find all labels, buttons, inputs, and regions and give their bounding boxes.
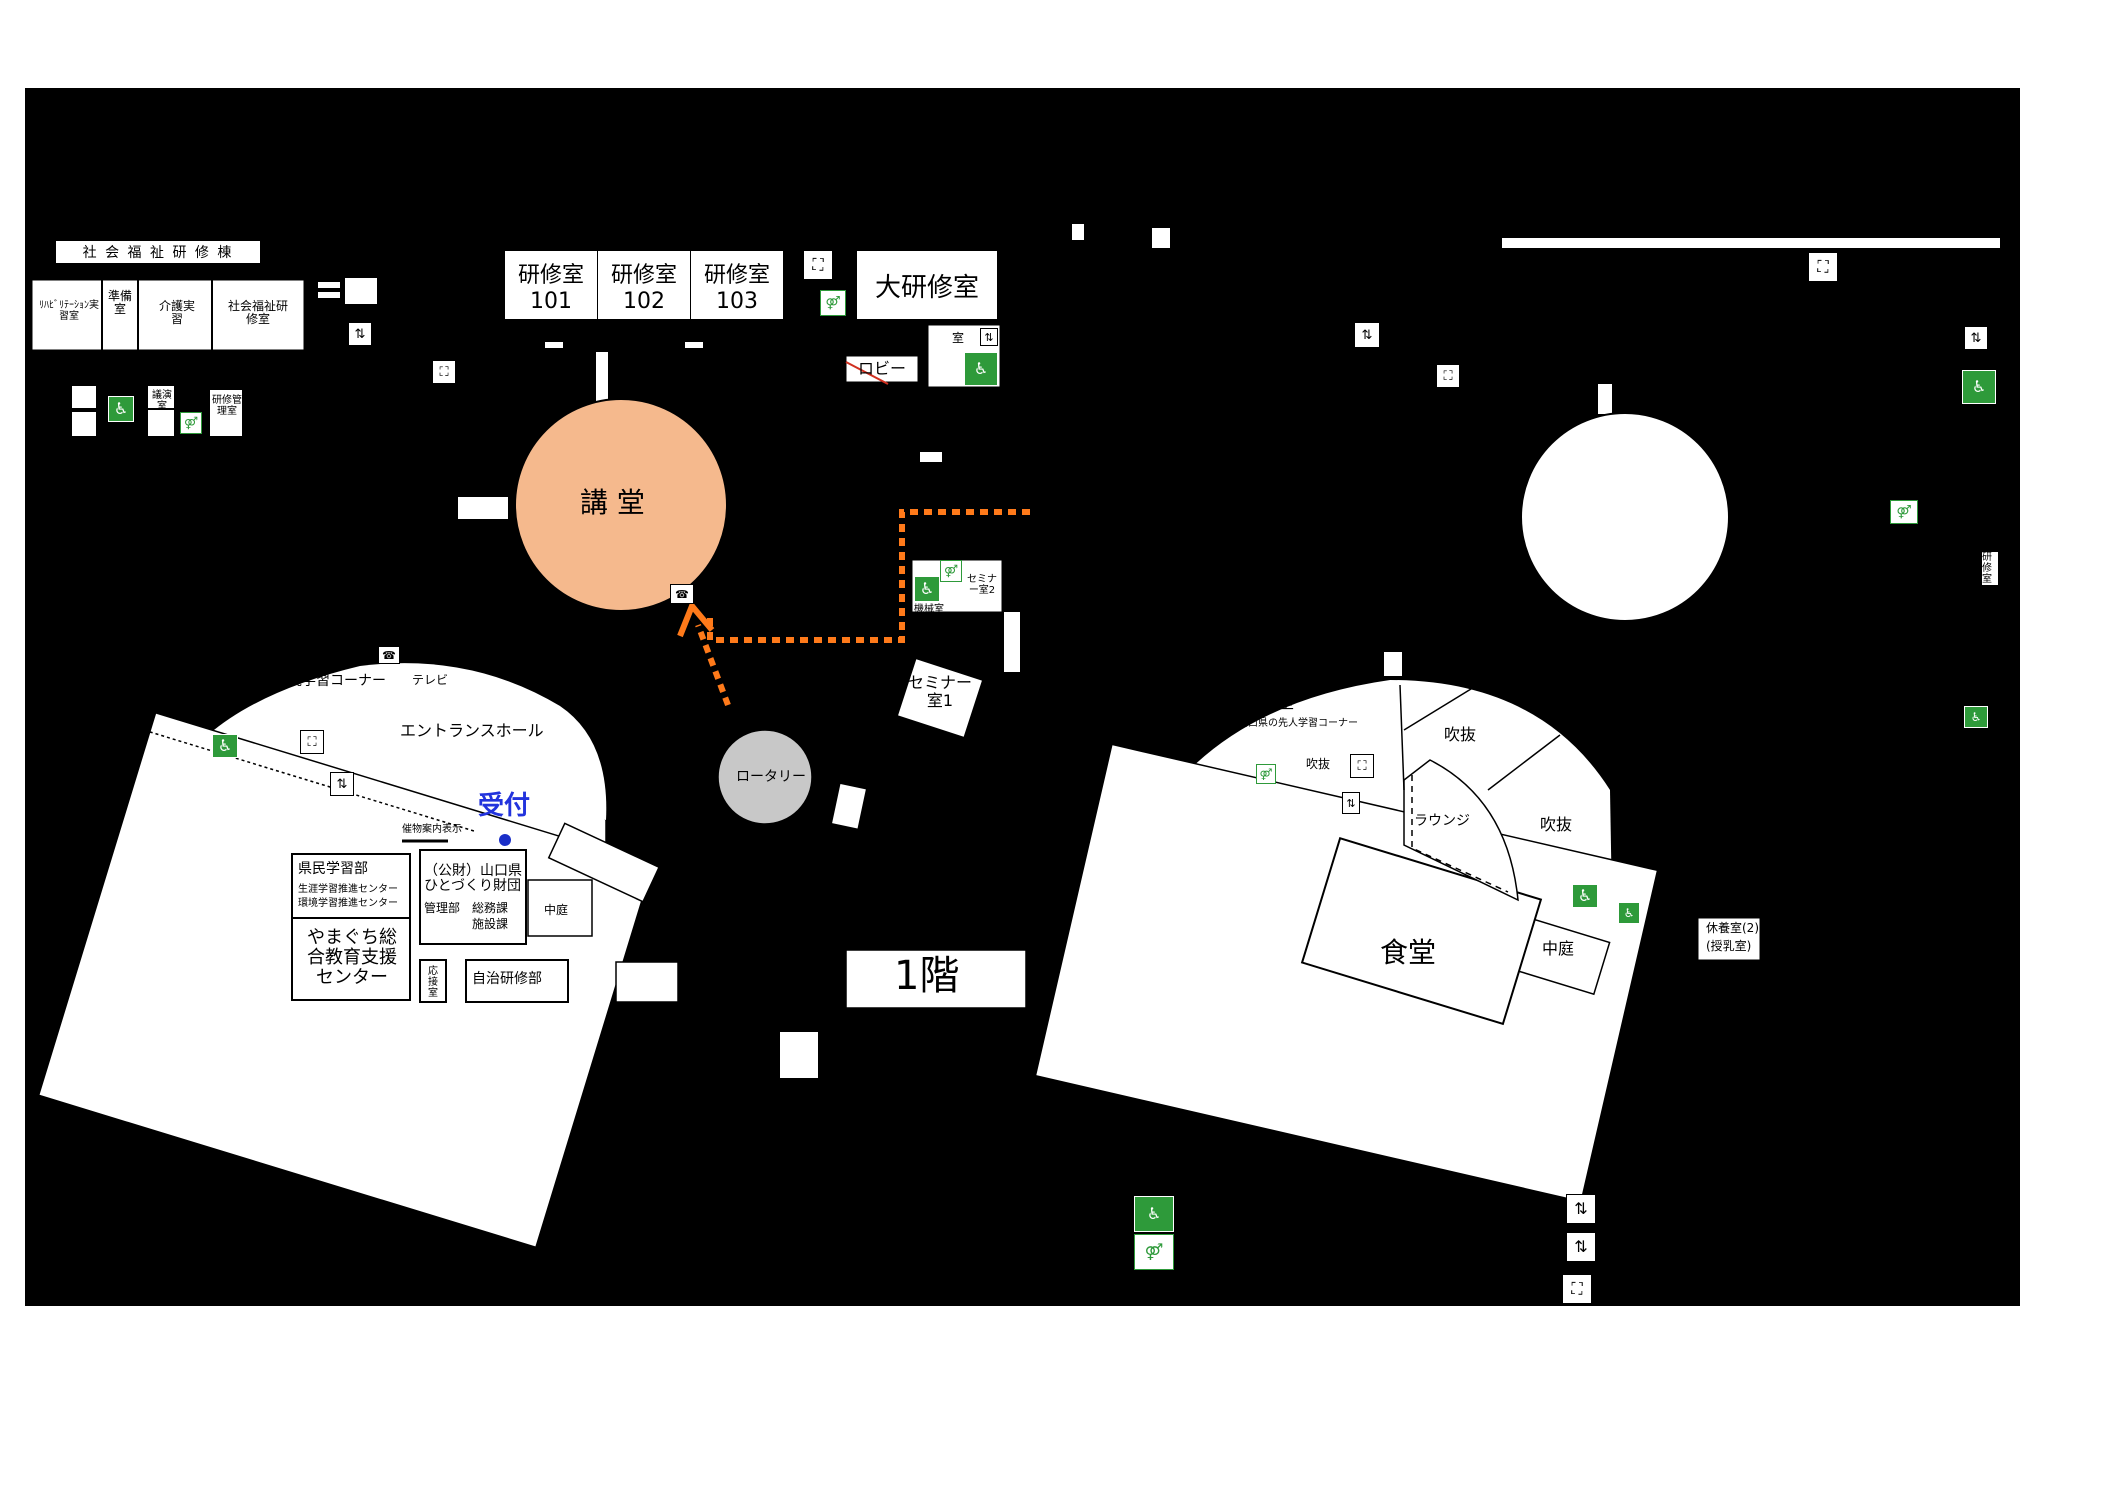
pioneer-corner-label: 山口県の先人学習コーナー <box>1238 718 1358 729</box>
restroom-icon: ⚤ <box>940 560 962 582</box>
general-affairs-label: 総務課 <box>472 901 509 915</box>
wheelchair-icon: ♿ <box>964 352 998 386</box>
stairs-icon: ⛶ <box>803 250 833 280</box>
stairs-icon: ⛶ <box>432 360 456 384</box>
elevator-icon: ⇅ <box>980 328 998 346</box>
cafeteria-label: 食堂 <box>1380 936 1437 969</box>
small-room-label: 室 <box>952 331 965 345</box>
reception-dot <box>499 834 511 846</box>
self-gov-training-label: 自治研修部 <box>472 971 542 987</box>
atrium2-label: 吹抜 <box>1540 815 1573 834</box>
seminar-sub-label: 機械室 <box>914 604 944 615</box>
rehab-room-label: ﾘﾊﾋﾞﾘﾃｰｼｮﾝ実習室 <box>39 300 99 322</box>
notice-board-label: 催物案内表示 <box>402 824 462 835</box>
care-practice-label: 介護実習 <box>158 299 195 327</box>
stairs-icon: ⛶ <box>1436 364 1460 388</box>
reading-room-label: 書室 <box>1262 693 1295 712</box>
phone-icon: ☎ <box>378 646 400 664</box>
social-welfare-building-label: 社 会 福 祉 研 修 棟 <box>55 240 261 264</box>
restroom-icon: ⚤ <box>180 412 202 434</box>
training-room-101: 研修室 101 <box>504 250 598 320</box>
elevator-icon: ⇅ <box>1342 792 1360 814</box>
stairs-icon: ⛶ <box>1562 1274 1592 1304</box>
welfare-training-label: 社会福祉研修室 <box>228 299 289 327</box>
courtyard-left-label: 中庭 <box>544 903 569 917</box>
route-path <box>707 509 1030 643</box>
tv-label: テレビ <box>412 673 449 687</box>
seminar1-label: セミナー室1 <box>908 673 973 710</box>
wheelchair-icon: ♿ <box>1134 1196 1174 1232</box>
elevator-icon: ⇅ <box>1354 322 1380 348</box>
phone-icon: ☎ <box>670 584 694 604</box>
lobby-label: ロビー <box>858 359 907 378</box>
environment-corner-label: 環境学習コーナー <box>274 673 386 689</box>
right-circle-shape <box>1520 412 1730 622</box>
wheelchair-icon: ♿ <box>108 396 134 422</box>
floor-label: 1階 <box>894 953 960 999</box>
lifelong-center-label: 生涯学習推進センター <box>298 884 398 895</box>
wheelchair-icon: ♿ <box>1618 902 1640 924</box>
route-arrowhead <box>677 600 715 638</box>
prefectural-learning-label: 県民学習部 <box>298 861 368 877</box>
restroom-icon: ⚤ <box>1134 1234 1174 1270</box>
rotary-label: ロータリー <box>736 769 806 785</box>
restroom-icon: ⚤ <box>1256 764 1276 784</box>
welfare-building-outline <box>31 279 305 351</box>
restroom-icon: ⚤ <box>820 290 846 316</box>
reception-room-label: 応接室 <box>428 966 438 999</box>
atrium-small-label: 吹抜 <box>1306 757 1331 771</box>
stairs-icon: ⛶ <box>1808 252 1838 282</box>
auditorium-label: 講 堂 <box>580 486 645 519</box>
wheelchair-icon: ♿ <box>1572 884 1598 908</box>
nursing-room-label: (授乳室) <box>1706 939 1752 953</box>
prep-room-label: 準備室 <box>108 289 133 317</box>
elevator-icon: ⇅ <box>330 772 354 796</box>
lecture-small-label: 議演室 <box>152 390 172 412</box>
wheelchair-icon: ♿ <box>1964 706 1988 728</box>
rotary-shape <box>717 729 813 825</box>
auditorium-shape <box>514 398 728 612</box>
reception-label: 受付 <box>478 791 531 821</box>
wheelchair-icon: ♿ <box>1962 370 1996 404</box>
yamaguchi-center-label: やまぐち総合教育支援センター <box>307 927 397 988</box>
rest-room-label: 休養室(2) <box>1706 921 1759 935</box>
elevator-icon: ⇅ <box>1566 1232 1596 1262</box>
seminar2-label: セミナー室2 <box>967 574 997 596</box>
elevator-icon: ⇅ <box>1964 326 1988 350</box>
training-right-label: 研修室 <box>1982 552 1998 585</box>
facilities-label: 施設課 <box>472 917 509 931</box>
mgmt-dept-label: 管理部 <box>424 901 461 915</box>
training-room-103: 研修室 103 <box>690 250 784 320</box>
foundation-label: （公財）山口県ひとづくり財団 <box>424 863 522 895</box>
restroom-icon: ⚤ <box>1890 500 1918 524</box>
elevator-icon: ⇅ <box>348 322 372 346</box>
entrance-hall-label: エントランスホール <box>400 721 544 740</box>
environment-center-label: 環境学習推進センター <box>298 898 398 909</box>
training-mgmt-label: 研修管理室 <box>212 395 242 417</box>
training-room-102: 研修室 102 <box>597 250 691 320</box>
stairs-icon: ⛶ <box>1350 754 1374 778</box>
wheelchair-icon: ♿ <box>914 576 940 602</box>
courtyard-right-label: 中庭 <box>1542 939 1575 958</box>
atrium1-label: 吹抜 <box>1444 725 1477 744</box>
large-training-room: 大研修室 <box>856 250 998 320</box>
wheelchair-icon: ♿ <box>212 734 238 758</box>
lounge-label: ラウンジ <box>1414 813 1470 829</box>
elevator-icon: ⇅ <box>1566 1194 1596 1224</box>
stairs-icon: ⛶ <box>300 730 324 754</box>
